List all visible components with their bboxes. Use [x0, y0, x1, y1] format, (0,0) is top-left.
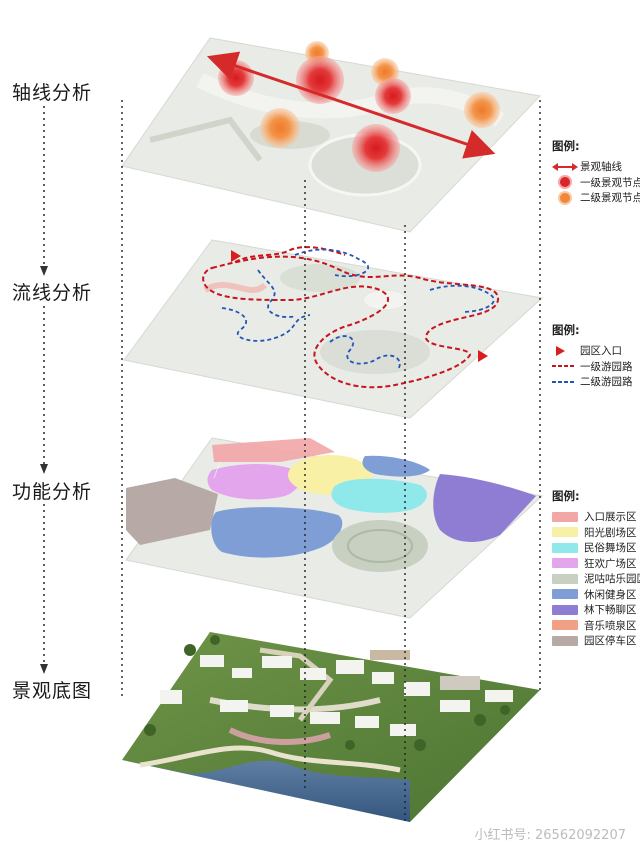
legend-label: 入口展示区 — [584, 511, 637, 524]
legend-label: 园区停车区 — [584, 635, 637, 648]
legend-item: 泥咕咕乐园区 — [552, 571, 640, 587]
watermark: 小红书号: 26562092207 — [474, 828, 627, 843]
legend-item: 园区入口 — [552, 343, 633, 359]
left-flow-arrow — [40, 106, 48, 674]
legend-item: 休闲健身区 — [552, 587, 640, 603]
flow-layer — [123, 239, 544, 419]
base-map-layer — [122, 632, 540, 822]
axis-layer — [121, 37, 542, 233]
color-swatch — [552, 589, 578, 600]
legend-label: 一级景观节点 — [580, 176, 640, 189]
legend-item: 入口展示区 — [552, 509, 640, 525]
red-node-icon — [552, 177, 580, 188]
legend-title: 图例: — [552, 489, 580, 503]
legend-title: 图例: — [552, 139, 580, 153]
color-swatch — [552, 542, 578, 553]
function-layer — [125, 437, 544, 619]
section-title-function: 功能分析 — [12, 481, 93, 503]
color-swatch — [552, 635, 578, 646]
blue-dashed-line-icon — [552, 377, 580, 387]
color-swatch — [552, 527, 578, 538]
triangle-icon — [552, 345, 580, 356]
section-title-axis: 轴线分析 — [12, 82, 93, 104]
legend-item: 一级景观节点 — [552, 175, 640, 191]
legend-label: 狂欢广场区 — [584, 557, 637, 570]
legend-flow: 图例: 园区入口 一级游园路 二级游园路 — [552, 322, 633, 390]
legend-item: 一级游园路 — [552, 359, 633, 375]
legend-item: 林下畅聊区 — [552, 602, 640, 618]
legend-label: 休闲健身区 — [584, 588, 637, 601]
legend-item: 阳光剧场区 — [552, 525, 640, 541]
legend-item: 二级景观节点 — [552, 190, 640, 206]
legend-label: 音乐喷泉区 — [584, 619, 637, 632]
color-swatch — [552, 620, 578, 631]
color-swatch — [552, 511, 578, 522]
legend-label: 景观轴线 — [580, 161, 622, 174]
legend-function: 图例: 入口展示区阳光剧场区民俗舞场区狂欢广场区泥咕咕乐园区休闲健身区林下畅聊区… — [552, 488, 640, 649]
legend-label: 二级游园路 — [580, 376, 633, 389]
legend-label: 阳光剧场区 — [584, 526, 637, 539]
legend-label: 一级游园路 — [580, 360, 633, 373]
legend-item: 园区停车区 — [552, 633, 640, 649]
legend-item: 二级游园路 — [552, 374, 633, 390]
layer-connector-lines — [121, 100, 541, 822]
legend-label: 泥咕咕乐园区 — [584, 573, 640, 586]
color-swatch — [552, 558, 578, 569]
legend-item: 音乐喷泉区 — [552, 618, 640, 634]
section-title-base: 景观底图 — [12, 680, 93, 702]
legend-label: 园区入口 — [580, 345, 622, 358]
legend-label: 林下畅聊区 — [584, 604, 637, 617]
color-swatch — [552, 573, 578, 584]
legend-title: 图例: — [552, 323, 580, 337]
color-swatch — [552, 604, 578, 615]
legend-label: 民俗舞场区 — [584, 542, 637, 555]
legend-item: 狂欢广场区 — [552, 556, 640, 572]
double-arrow-icon — [552, 162, 580, 172]
legend-item: 民俗舞场区 — [552, 540, 640, 556]
red-dashed-line-icon — [552, 361, 580, 371]
orange-node-icon — [552, 192, 580, 203]
legend-item: 景观轴线 — [552, 159, 640, 175]
legend-label: 二级景观节点 — [580, 192, 640, 205]
legend-axis: 图例: 景观轴线 一级景观节点 二级景观节点 — [552, 138, 640, 206]
section-title-flow: 流线分析 — [12, 282, 93, 304]
